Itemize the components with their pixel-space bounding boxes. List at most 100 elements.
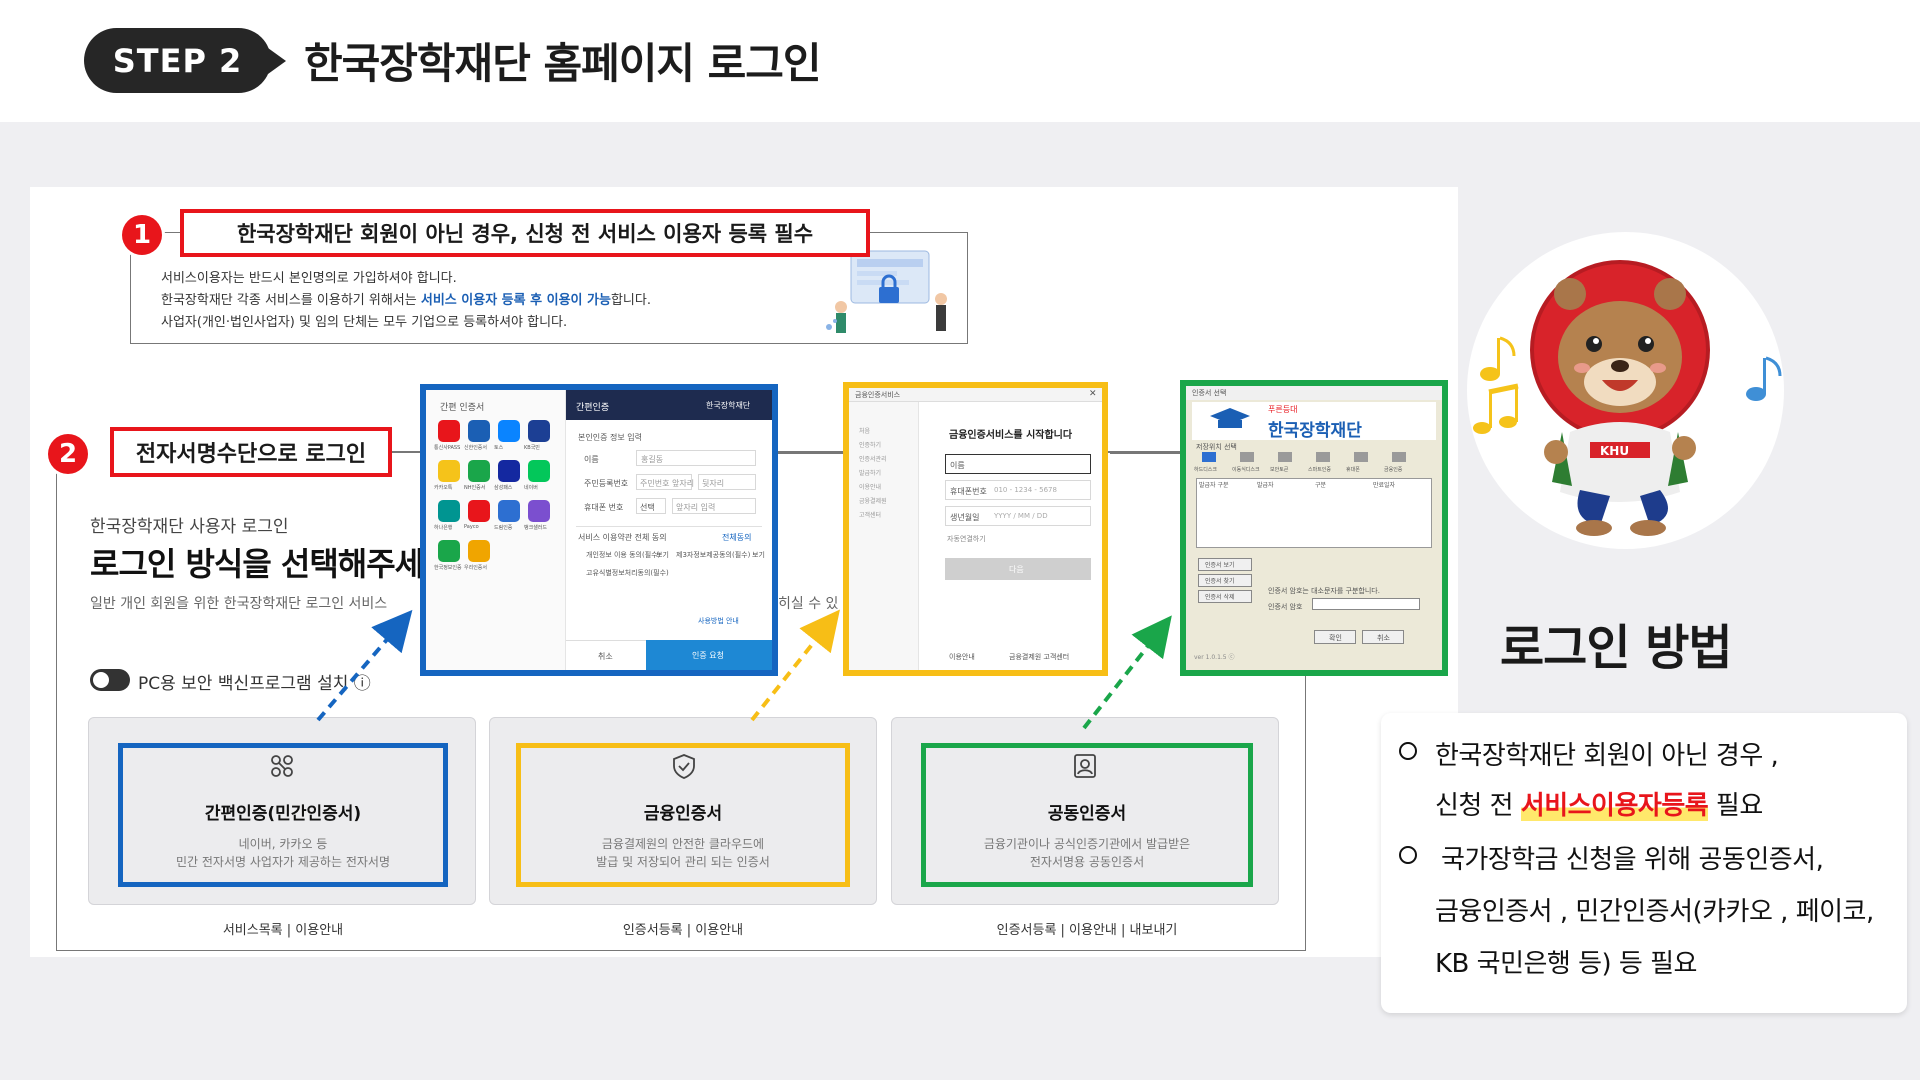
finance-menu-item[interactable]: 처음	[859, 428, 871, 435]
simple-auth-name-input[interactable]: 홍길동	[636, 450, 756, 466]
joint-cert-hint: 인증서 암호는 대소문자를 구분합니다.	[1268, 587, 1380, 595]
app-label: 뱅크샐러드	[524, 525, 548, 531]
simple-auth-confirm-button[interactable]: 인증 요청	[646, 640, 772, 670]
simple-auth-carrier-select[interactable]: 선택	[636, 498, 666, 514]
finance-cert-auto-connect[interactable]: 자동연결하기	[947, 535, 986, 543]
link-icon	[271, 755, 293, 777]
step-number-2: 2	[48, 434, 88, 474]
joint-cert-action-button[interactable]: 인증서 보기	[1198, 558, 1252, 571]
simple-auth-agree-all: 서비스 이용약관 전체 동의	[578, 533, 667, 542]
method-card-simple[interactable]	[88, 717, 476, 905]
joint-cert-cancel-button[interactable]: 취소	[1362, 630, 1404, 644]
joint-cert-banner: 푸른등대 한국장학재단	[1192, 402, 1436, 441]
app-label: KB국민	[524, 445, 540, 451]
joint-cert-brand: 한국장학재단	[1268, 421, 1362, 441]
login-method-heading: 로그인 방법	[1500, 620, 1733, 676]
app-10-icon[interactable]	[498, 500, 520, 522]
finance-cert-name-label: 이름	[950, 461, 965, 470]
joint-cert-titlebar: 인증서 선택	[1186, 386, 1442, 400]
app-0-icon[interactable]	[438, 420, 460, 442]
info-line-1: 한국장학재단 회원이 아닌 경우 ,	[1435, 741, 1779, 771]
finance-cert-phone-input[interactable]: 휴대폰번호 010 - 1234 - 5678	[945, 480, 1091, 500]
storage-location-icon[interactable]	[1316, 452, 1330, 462]
app-label: 네이버	[524, 485, 538, 491]
antivirus-toggle[interactable]	[90, 669, 130, 691]
joint-cert-action-button[interactable]: 인증서 찾기	[1198, 574, 1252, 587]
security-illustration-icon	[826, 250, 947, 333]
app-5-icon[interactable]	[468, 460, 490, 482]
simple-auth-rrn-front[interactable]: 주민번호 앞자리	[636, 474, 694, 490]
finance-cert-start: 금융인증서비스를 시작합니다	[949, 430, 1073, 441]
finance-menu-item[interactable]: 발급하기	[859, 470, 882, 477]
finance-cert-next-button[interactable]: 다음	[945, 558, 1091, 580]
app-12-icon[interactable]	[438, 540, 460, 562]
login-description-tail: 히실 수 있	[778, 596, 839, 612]
simple-auth-cancel-button[interactable]: 취소	[566, 640, 646, 670]
joint-cert-ok-button[interactable]: 확인	[1314, 630, 1356, 644]
method-links-simple[interactable]: 서비스목록 | 이용안내	[222, 923, 344, 938]
simple-auth-phone-input[interactable]: 앞자리 입력	[672, 498, 756, 514]
method-links-joint[interactable]: 인증서등록 | 이용안내 | 내보내기	[996, 923, 1178, 938]
simple-auth-agree2-view[interactable]: 보기	[752, 551, 765, 559]
storage-location-icon[interactable]	[1278, 452, 1292, 462]
method-links-finance[interactable]: 인증서등록 | 이용안내	[622, 923, 744, 938]
joint-cert-action-label: 인증서 찾기	[1205, 578, 1235, 585]
simple-auth-section: 본인인증 정보 입력	[578, 433, 642, 442]
finance-cert-footer-guide[interactable]: 이용안내	[949, 653, 975, 661]
finance-cert-title: 금융인증서비스	[855, 391, 901, 399]
storage-location-icon[interactable]	[1202, 452, 1216, 462]
finance-menu-item[interactable]: 인증하기	[859, 442, 882, 449]
info-line-3: 국가장학금 신청을 위해 공동인증서,	[1441, 845, 1824, 875]
finance-menu-item[interactable]: 고객센터	[859, 512, 882, 519]
app-6-icon[interactable]	[498, 460, 520, 482]
notice-line-2-a: 한국장학재단 각종 서비스를 이용하기 위해서는	[161, 293, 421, 308]
simple-auth-rrn-back[interactable]: 뒷자리	[698, 474, 756, 490]
close-icon[interactable]: ✕	[1089, 389, 1097, 399]
app-8-icon[interactable]	[438, 500, 460, 522]
storage-location-icon[interactable]	[1392, 452, 1406, 462]
finance-cert-footer-center[interactable]: 금융결제원 고객센터	[1009, 653, 1070, 661]
joint-cert-password-input[interactable]	[1312, 598, 1420, 610]
info-line-2: 신청 전 서비스이용자등록 필요	[1435, 785, 1763, 822]
storage-location-icon[interactable]	[1240, 452, 1254, 462]
login-subtitle: 한국장학재단 사용자 로그인	[90, 517, 289, 537]
method-card-joint[interactable]	[891, 717, 1279, 905]
finance-cert-name-input[interactable]: 이름	[945, 454, 1091, 474]
app-4-icon[interactable]	[438, 460, 460, 482]
app-1-icon[interactable]	[468, 420, 490, 442]
method-desc-simple-2: 민간 전자서명 사업자가 제공하는 전자서명	[176, 855, 390, 869]
app-3-icon[interactable]	[528, 420, 550, 442]
shield-check-icon	[673, 754, 695, 779]
simple-auth-agree1-view[interactable]: 보기	[656, 551, 669, 559]
finance-cert-phone-label: 휴대폰번호	[950, 487, 987, 496]
simple-auth-agree3: 고유식별정보처리동의(필수)	[586, 569, 669, 577]
simple-auth-help-link[interactable]: 사용방법 안내	[698, 617, 739, 625]
app-13-icon[interactable]	[468, 540, 490, 562]
method-card-finance[interactable]	[489, 717, 877, 905]
finance-menu-item[interactable]: 인증서관리	[859, 456, 887, 463]
finance-menu-item[interactable]: 이용안내	[859, 484, 882, 491]
bullet-circle-icon	[1399, 846, 1417, 864]
app-11-icon[interactable]	[528, 500, 550, 522]
simple-auth-agree-all-button[interactable]: 전체동의	[722, 533, 752, 542]
app-2-icon[interactable]	[498, 420, 520, 442]
simple-auth-agree1: 개인정보 이용 동의(필수)	[586, 551, 661, 559]
step-arrow-icon	[268, 48, 286, 74]
notice-label: 한국장학재단 회원이 아닌 경우, 신청 전 서비스 이용자 등록 필수	[180, 209, 870, 257]
app-label: Payco	[464, 524, 479, 530]
finance-menu-item[interactable]: 금융결제원	[859, 498, 887, 505]
app-label: NH인증서	[464, 485, 486, 491]
app-9-icon[interactable]	[468, 500, 490, 522]
app-7-icon[interactable]	[528, 460, 550, 482]
table-column-header: 만료일자	[1373, 482, 1396, 489]
joint-cert-brand-small: 푸른등대	[1268, 405, 1298, 414]
joint-cert-action-label: 인증서 삭제	[1205, 594, 1235, 601]
app-label: 통신사PASS	[434, 445, 461, 451]
info-highlight: 서비스이용자등록	[1520, 791, 1709, 821]
simple-auth-field2-label: 주민등록번호	[584, 479, 629, 488]
finance-cert-birth-input[interactable]: 생년월일 YYYY / MM / DD	[945, 506, 1091, 526]
joint-cert-action-button[interactable]: 인증서 삭제	[1198, 590, 1252, 603]
storage-location-icon[interactable]	[1354, 452, 1368, 462]
